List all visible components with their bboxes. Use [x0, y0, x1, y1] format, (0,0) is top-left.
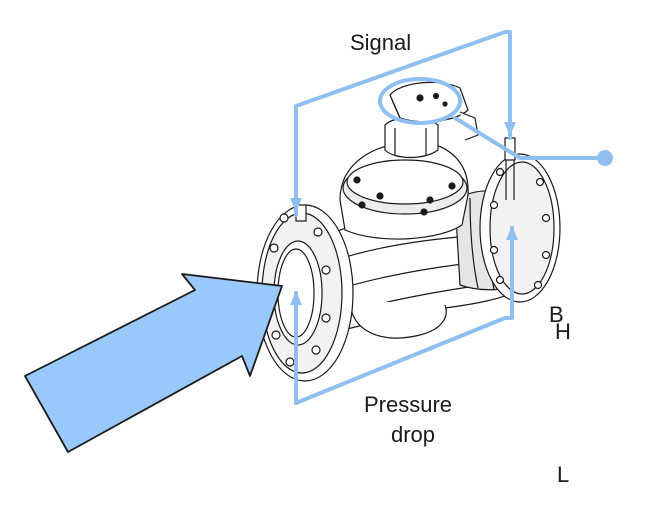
connector-line	[453, 116, 607, 160]
signal-arrowhead-left	[290, 198, 302, 212]
signal-label: Signal	[350, 30, 412, 55]
letter-b-label: B	[549, 302, 564, 327]
pd-arrowhead-right	[506, 226, 518, 240]
arrowheads	[290, 122, 518, 305]
signal-loop-line	[294, 30, 512, 217]
letter-l-label: L	[557, 462, 570, 487]
pressure-drop-label-line2: drop	[391, 422, 436, 447]
signal-lines	[294, 30, 607, 405]
pressure-drop-loop-line	[294, 226, 514, 405]
signal-connector-dot-icon	[597, 150, 613, 166]
signal-arrowhead-right	[504, 122, 516, 136]
letter-h-label: H	[555, 319, 571, 344]
valve-body	[256, 81, 561, 382]
handwheel-highlight	[378, 77, 462, 125]
pressure-drop-label-line1: Pressure	[364, 392, 453, 417]
pd-arrowhead-left	[290, 291, 302, 305]
flow-direction-arrow-icon	[24, 273, 283, 453]
